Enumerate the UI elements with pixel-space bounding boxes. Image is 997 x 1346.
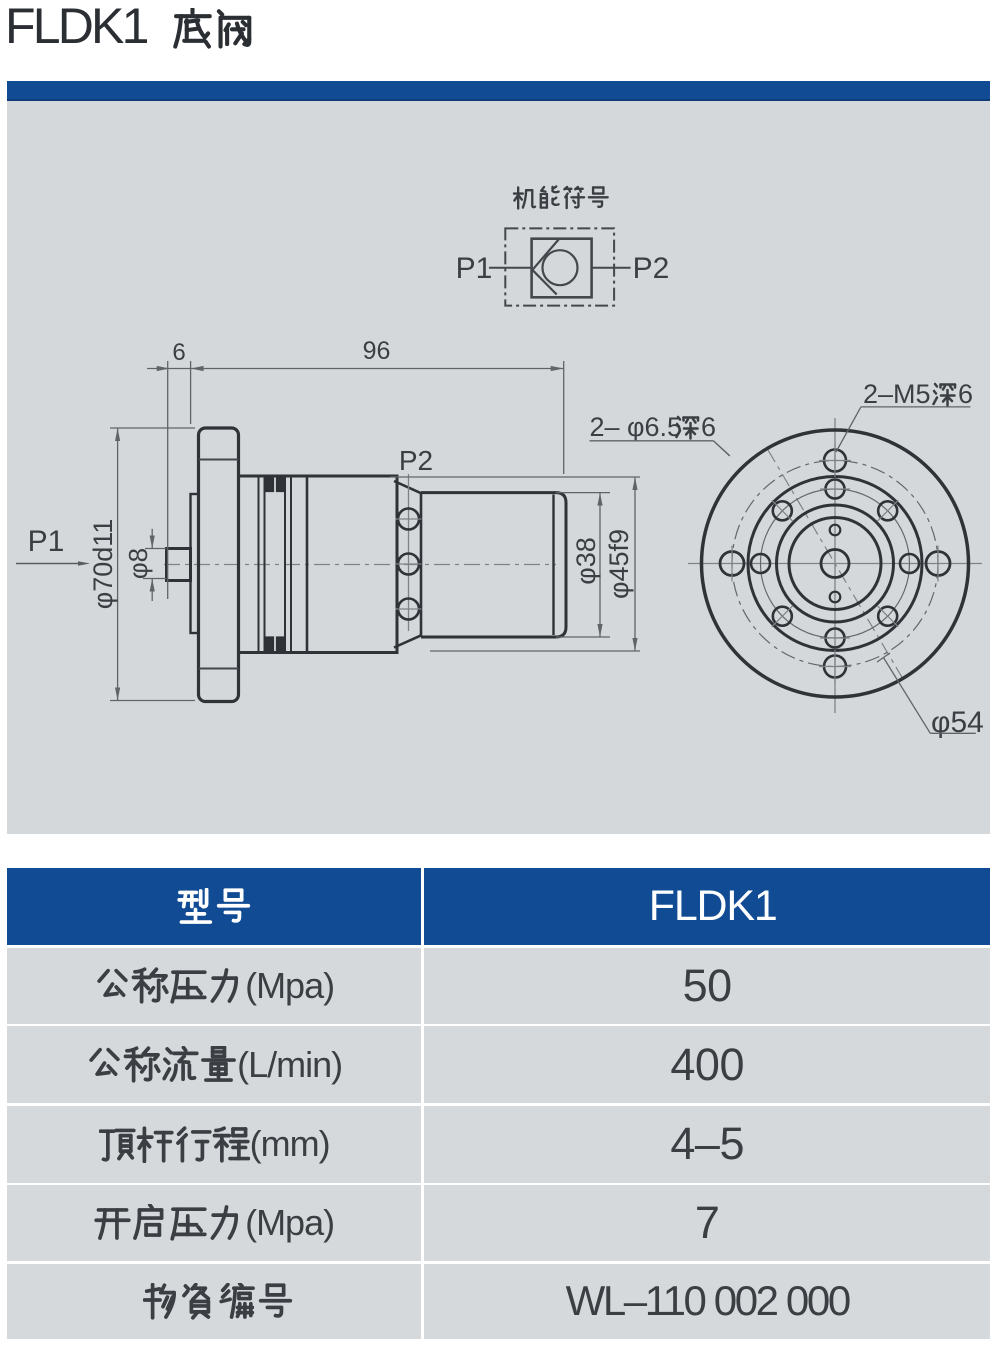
svg-text:P2: P2 (399, 445, 433, 476)
svg-text:φ54: φ54 (931, 706, 984, 739)
svg-text:P1: P1 (456, 252, 493, 285)
svg-text:φ70d11: φ70d11 (88, 519, 118, 610)
svg-text:φ38: φ38 (571, 537, 601, 585)
svg-text:φ8: φ8 (123, 548, 153, 579)
svg-text:2– φ6.5: 2– φ6.5 (590, 412, 683, 442)
svg-text:P1: P1 (28, 525, 65, 558)
svg-text:P2: P2 (633, 252, 670, 285)
svg-text:6: 6 (701, 412, 716, 442)
svg-text:96: 96 (363, 337, 391, 365)
svg-text:6: 6 (172, 339, 185, 366)
svg-text:φ45f9: φ45f9 (604, 529, 634, 599)
svg-text:2–M5: 2–M5 (863, 379, 931, 409)
svg-text:6: 6 (958, 379, 973, 409)
